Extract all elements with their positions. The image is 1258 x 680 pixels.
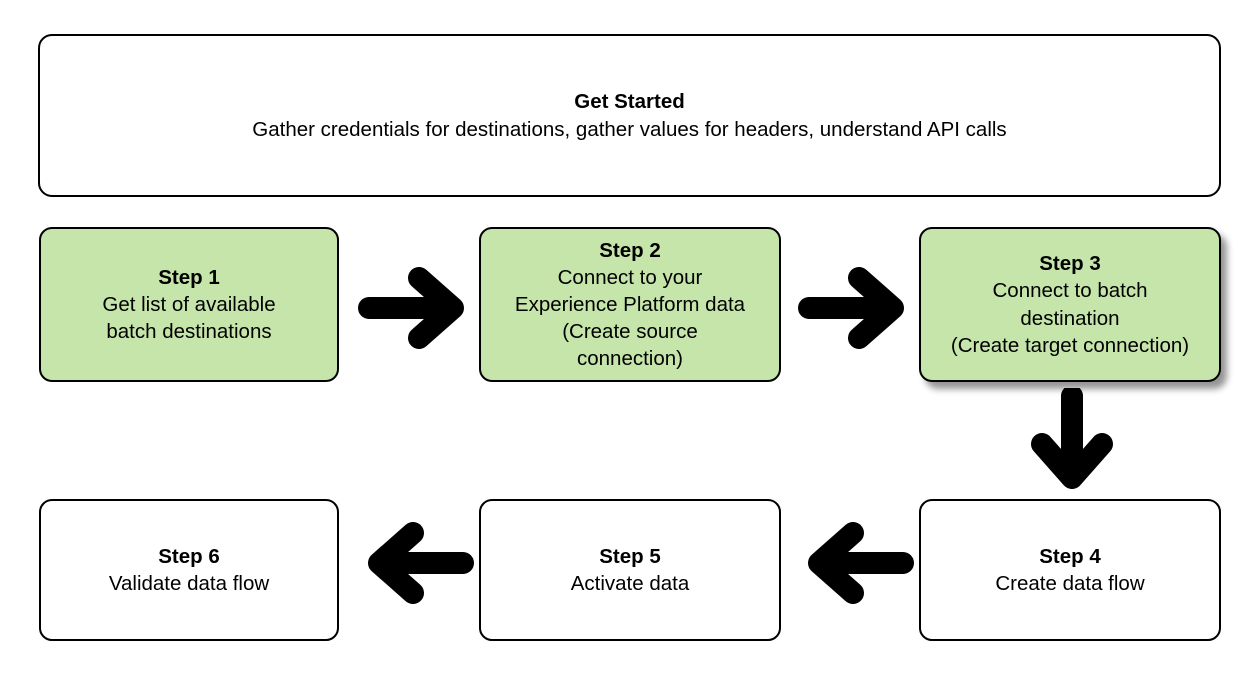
get-started-banner: Get Started Gather credentials for desti… xyxy=(38,34,1221,197)
step-2-line-1: Connect to your xyxy=(557,265,703,289)
step-1-line-1: Get list of available xyxy=(102,292,276,316)
node-step-1[interactable]: Step 1 Get list of available batch desti… xyxy=(39,227,339,382)
arrow-left-icon-step5-step6 xyxy=(359,517,475,609)
step-2-line-4: connection) xyxy=(577,347,683,371)
step-5-title: Step 5 xyxy=(599,544,661,568)
arrow-left-icon-step4-step5 xyxy=(799,517,915,609)
step-6-title: Step 6 xyxy=(158,544,220,568)
step-3-line-1: Connect to batch xyxy=(992,279,1148,303)
step-2-line-3: (Create source xyxy=(562,320,698,344)
node-step-2[interactable]: Step 2 Connect to your Experience Platfo… xyxy=(479,227,781,382)
step-3-title: Step 3 xyxy=(1039,252,1101,276)
banner-title: Get Started xyxy=(574,90,685,114)
step-2-line-2: Experience Platform data xyxy=(514,292,746,316)
step-2-title: Step 2 xyxy=(599,238,661,262)
step-3-line-2: destination xyxy=(1020,306,1120,330)
step-4-title: Step 4 xyxy=(1039,544,1101,568)
step-1-line-2: batch destinations xyxy=(106,320,272,344)
step-5-line-1: Activate data xyxy=(570,572,690,595)
node-step-3[interactable]: Step 3 Connect to batch destination (Cre… xyxy=(919,227,1221,382)
step-6-line-1: Validate data flow xyxy=(108,572,270,595)
arrow-down-icon-step3-step4 xyxy=(1026,388,1118,490)
node-step-6[interactable]: Step 6 Validate data flow xyxy=(39,499,339,641)
arrow-right-icon-step1-step2 xyxy=(357,262,473,354)
arrow-right-icon-step2-step3 xyxy=(797,262,913,354)
step-3-line-3: (Create target connection) xyxy=(950,333,1190,357)
step-4-line-1: Create data flow xyxy=(995,572,1145,595)
node-step-5[interactable]: Step 5 Activate data xyxy=(479,499,781,641)
step-1-title: Step 1 xyxy=(158,265,220,289)
banner-description: Gather credentials for destinations, gat… xyxy=(252,117,1007,141)
node-step-4[interactable]: Step 4 Create data flow xyxy=(919,499,1221,641)
